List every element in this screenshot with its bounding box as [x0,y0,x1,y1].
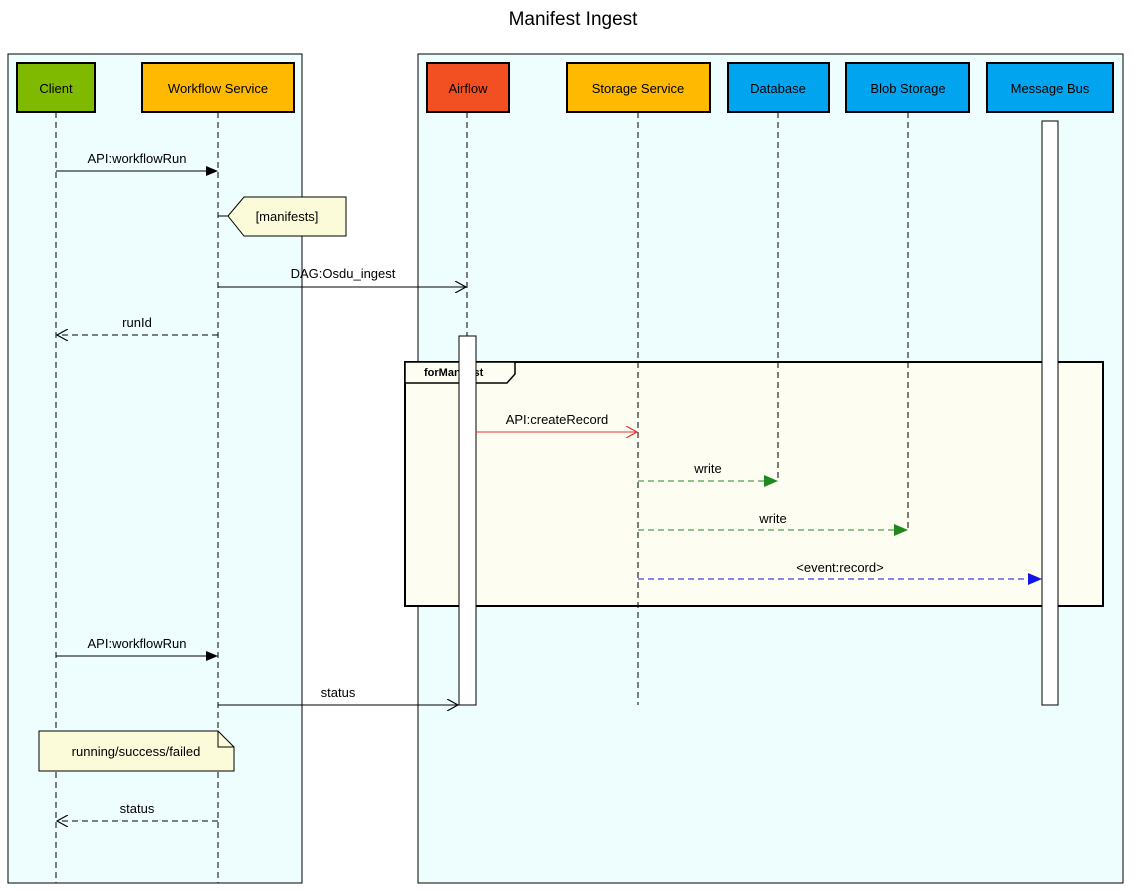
msg-write-db-label: write [693,461,721,476]
msg-workflow-run-2-label: API:workflowRun [88,636,187,651]
participant-storage-service: Storage Service [566,62,711,113]
participant-workflow-label: Workflow Service [168,81,268,96]
participant-bus-label: Message Bus [1011,81,1090,96]
participant-client: Client [16,62,96,113]
manifests-note-text: [manifests] [256,209,319,224]
participant-airflow: Airflow [426,62,510,113]
msg-create-record-label: API:createRecord [506,412,609,427]
participant-storage-label: Storage Service [592,81,685,96]
participant-client-label: Client [39,81,73,96]
manifests-note [227,196,347,237]
diagram-title: Manifest Ingest [509,9,639,30]
msg-dag-ingest-label: DAG:Osdu_ingest [291,266,396,281]
bus-activation-bar [1041,120,1059,706]
msg-workflow-run-1-label: API:workflowRun [88,151,187,166]
status-values-note-fold [217,731,234,748]
msg-status-to-airflow-label: status [321,685,356,700]
msg-write-blob-label: write [758,511,786,526]
msg-event-record-label: <event:record> [796,560,883,575]
msg-run-id-label: runId [122,315,152,330]
airflow-activation-bar [458,335,477,706]
participant-workflow-service: Workflow Service [141,62,295,113]
status-values-note [38,730,235,772]
status-values-note-text: running/success/failed [72,744,201,759]
participant-airflow-label: Airflow [448,81,488,96]
participant-database: Database [727,62,830,113]
participant-database-label: Database [750,81,806,96]
participant-blob-storage: Blob Storage [845,62,970,113]
participant-message-bus: Message Bus [986,62,1114,113]
msg-status-to-client-label: status [120,801,155,816]
participant-blob-label: Blob Storage [870,81,945,96]
for-manifest-fragment [404,361,1104,607]
